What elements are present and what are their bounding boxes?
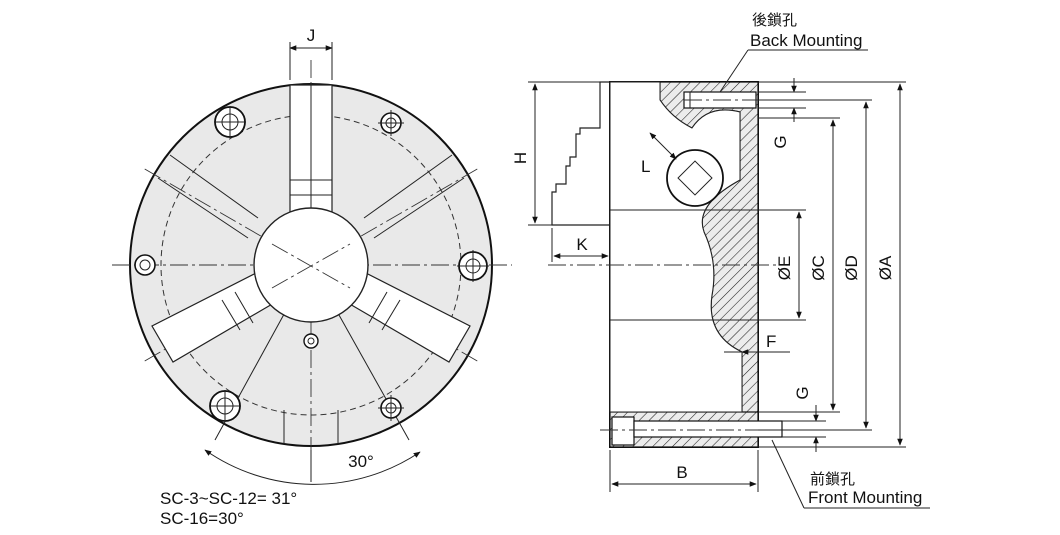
dim-j-label: J	[307, 26, 316, 45]
hole-left	[134, 254, 156, 276]
dim-b-label: B	[676, 463, 687, 482]
dim-g-top-label: G	[771, 135, 790, 148]
front-bolt-head	[611, 416, 635, 446]
dim-l-label: L	[641, 157, 650, 176]
dim-a-label: ØA	[876, 255, 895, 280]
dim-d-label: ØD	[842, 255, 861, 281]
dim-c-label: ØC	[809, 255, 828, 281]
angle-note-line1: SC-3~SC-12= 31°	[160, 489, 297, 508]
dim-h-label: H	[511, 152, 530, 164]
front-mounting-en: Front Mounting	[808, 488, 922, 507]
angle-arc	[204, 449, 421, 485]
front-bolt-shank	[633, 420, 783, 438]
side-view: L H K B F ØE	[511, 11, 930, 509]
back-mounting-en: Back Mounting	[750, 31, 862, 50]
mounting-holes	[134, 106, 489, 422]
key-socket	[666, 149, 724, 207]
dim-k-label: K	[576, 235, 588, 254]
center-bore	[253, 207, 369, 323]
angle-label: 30°	[348, 452, 374, 471]
angle-note-line2: SC-16=30°	[160, 509, 244, 528]
key-hole	[303, 333, 319, 349]
dim-g-bottom-label: G	[793, 386, 812, 399]
dim-f-label: F	[766, 332, 776, 351]
front-view: J 30° SC-3~SC-12= 31° SC-16=30°	[112, 26, 512, 528]
front-mounting-cn: 前鎖孔	[810, 470, 855, 488]
back-mounting-cn: 後鎖孔	[752, 11, 797, 29]
dim-e-label: ØE	[775, 256, 794, 281]
side-jaw-steps	[551, 81, 613, 226]
